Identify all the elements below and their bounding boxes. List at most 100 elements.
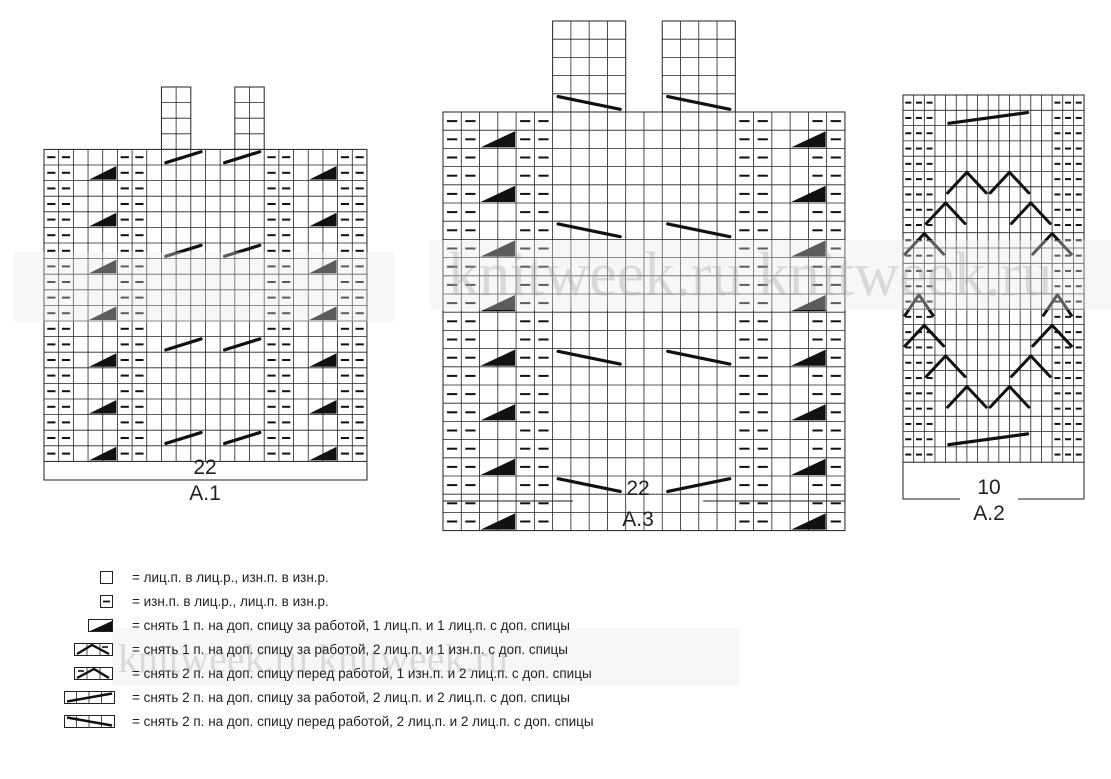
cable-2-1-mark <box>988 170 1031 195</box>
watermark-text-small: knitweek.ru knitweek.ru <box>118 636 508 681</box>
legend-item-text: = снять 2 п. на доп. спицу за работой, 2… <box>132 690 570 705</box>
chart-a3-name: A.3 <box>622 508 654 531</box>
cable-1-1-mark <box>309 212 337 227</box>
cable-1-1-mark <box>89 259 117 274</box>
watermark-top: knitweek.ru knitweek.ru <box>14 240 1111 322</box>
cable-1-1-mark <box>791 513 826 530</box>
legend-item-text: = снять 1 п. на доп. спицу за работой, 1… <box>132 618 570 633</box>
chart-a1-stitch-count: 22 <box>193 456 216 479</box>
cable-2-1-mark <box>946 170 988 195</box>
cable-1-1-mark <box>480 349 516 366</box>
cable-1-1-mark <box>480 513 516 530</box>
cable-2-1-mark <box>924 201 967 226</box>
cable-1-1-mark <box>89 353 117 367</box>
cable-1-1-mark <box>89 212 117 227</box>
cable-1-1-mark <box>480 240 516 257</box>
cable-2-2-mark <box>164 243 203 258</box>
chart-a2 <box>902 94 1085 463</box>
cable-1-1-mark <box>791 404 826 421</box>
cable-1-1-mark <box>480 404 516 421</box>
chart-a1-name: A.1 <box>189 482 221 505</box>
cable-1-1-mark <box>791 295 826 312</box>
cable-2-2-mark <box>666 94 732 111</box>
chart-a1-footer: 22 A.1 <box>43 452 368 505</box>
legend-item-knit: = лиц.п. в лиц.р., изн.п. в изн.р. <box>60 566 800 590</box>
cable-2-1-mark <box>903 231 946 256</box>
legend: = лиц.п. в лиц.р., изн.п. в изн.р. = изн.… <box>60 566 800 734</box>
cable-1-1-mark <box>791 185 826 202</box>
cable-1-1-mark <box>89 306 117 320</box>
cable-1-1-mark <box>791 240 826 257</box>
cable-2-2-mark <box>222 243 262 258</box>
cable-2-1-front-purl-symbol-icon <box>74 667 113 680</box>
knit-symbol-icon <box>100 571 113 584</box>
chart-a3 <box>442 20 846 532</box>
cable-2-1-mark <box>924 354 967 379</box>
cable-1-1-mark <box>480 295 516 312</box>
cable-2-2-mark <box>666 349 732 366</box>
cable-2-2-mark <box>947 110 1030 125</box>
legend-item-cable-2-2-front: = снять 2 п. на доп. спицу перед работой… <box>60 710 800 734</box>
cable-1-1-mark <box>480 131 516 148</box>
cable-1-1-mark <box>791 349 826 366</box>
purl-symbol-icon <box>100 595 113 608</box>
cable-2-1-mark <box>988 384 1031 409</box>
chart-a2-footer: 10 A.2 <box>902 462 1085 525</box>
cable-2-2-mark <box>222 150 262 165</box>
cable-2-2-mark <box>556 349 622 366</box>
cable-2-1-mark <box>1010 354 1052 379</box>
cable-2-2-mark <box>556 222 622 239</box>
chart-a3-footer: 22 A.3 <box>442 460 846 531</box>
cable-1-1-mark <box>309 259 337 274</box>
cable-2-1-back-purl-symbol-icon <box>74 643 113 656</box>
legend-item-text: = снять 2 п. на доп. спицу перед работой… <box>132 714 594 729</box>
cable-1-1-mark <box>309 353 337 367</box>
cable-1-1-mark <box>791 458 826 475</box>
legend-item-text: = изн.п. в лиц.р., лиц.п. в изн.р. <box>132 594 329 609</box>
cable-2-2-mark <box>666 477 732 494</box>
cable-2-1-mark <box>1031 323 1073 348</box>
legend-item-cable-2-2-back: = снять 2 п. на доп. спицу за работой, 2… <box>60 686 800 710</box>
chart-a1 <box>43 86 368 462</box>
legend-item-text: = снять 2 п. на доп. спицу перед работой… <box>132 666 592 681</box>
cable-2-2-mark <box>556 94 622 111</box>
chart-a3-stitch-count: 22 <box>626 477 649 500</box>
cable-2-1-mark <box>946 384 988 409</box>
cable-1-1-mark <box>89 400 117 414</box>
legend-item-purl: = изн.п. в лиц.р., лиц.п. в изн.р. <box>60 590 800 614</box>
cable-1-1-mark <box>480 185 516 202</box>
cable-1-1-mark <box>309 306 337 320</box>
cable-2-1-mark <box>903 323 946 348</box>
cable-1-1-mark <box>309 400 337 414</box>
cable-2-2-mark <box>222 337 262 352</box>
cable-2-1-mark <box>1010 201 1052 226</box>
legend-item-cable-2-1-back-purl: = снять 1 п. на доп. спицу за работой, 2… <box>60 638 800 662</box>
cable-1-1-mark <box>89 446 117 461</box>
cable-2-2-mark <box>164 430 203 446</box>
cable-2-2-mark <box>164 337 203 352</box>
cable-2-1-mark <box>1031 231 1073 256</box>
legend-item-cable-1-1-back: = снять 1 п. на доп. спицу за работой, 1… <box>60 614 800 638</box>
legend-item-cable-2-1-front-purl: = снять 2 п. на доп. спицу перед работой… <box>60 662 800 686</box>
chart-a2-name: A.2 <box>973 502 1005 525</box>
watermark-bottom: knitweek.ru knitweek.ru <box>112 628 740 686</box>
cable-2-2-mark <box>164 150 203 165</box>
cable-1-1-mark <box>89 166 117 180</box>
cable-1-1-mark <box>309 446 337 461</box>
cable-2-2-mark <box>666 222 732 239</box>
cable-2-2-mark <box>222 430 262 446</box>
cable-1-1-back-symbol-icon <box>88 619 113 632</box>
legend-item-text: = лиц.п. в лиц.р., изн.п. в изн.р. <box>132 570 329 585</box>
cable-1-1-mark <box>480 458 516 475</box>
cable-1-1-mark <box>309 166 337 180</box>
cable-2-2-mark <box>556 477 622 494</box>
cable-2-2-mark <box>947 432 1030 447</box>
chart-a2-stitch-count: 10 <box>977 476 1000 499</box>
cable-2-1-mark <box>903 293 935 317</box>
watermark-text: knitweek.ru knitweek.ru <box>448 241 1052 309</box>
legend-item-text: = снять 1 п. на доп. спицу за работой, 2… <box>132 642 568 657</box>
cable-2-1-mark <box>1041 293 1073 317</box>
cable-2-2-back-symbol-icon <box>64 691 115 704</box>
cable-2-2-front-symbol-icon <box>64 715 115 728</box>
